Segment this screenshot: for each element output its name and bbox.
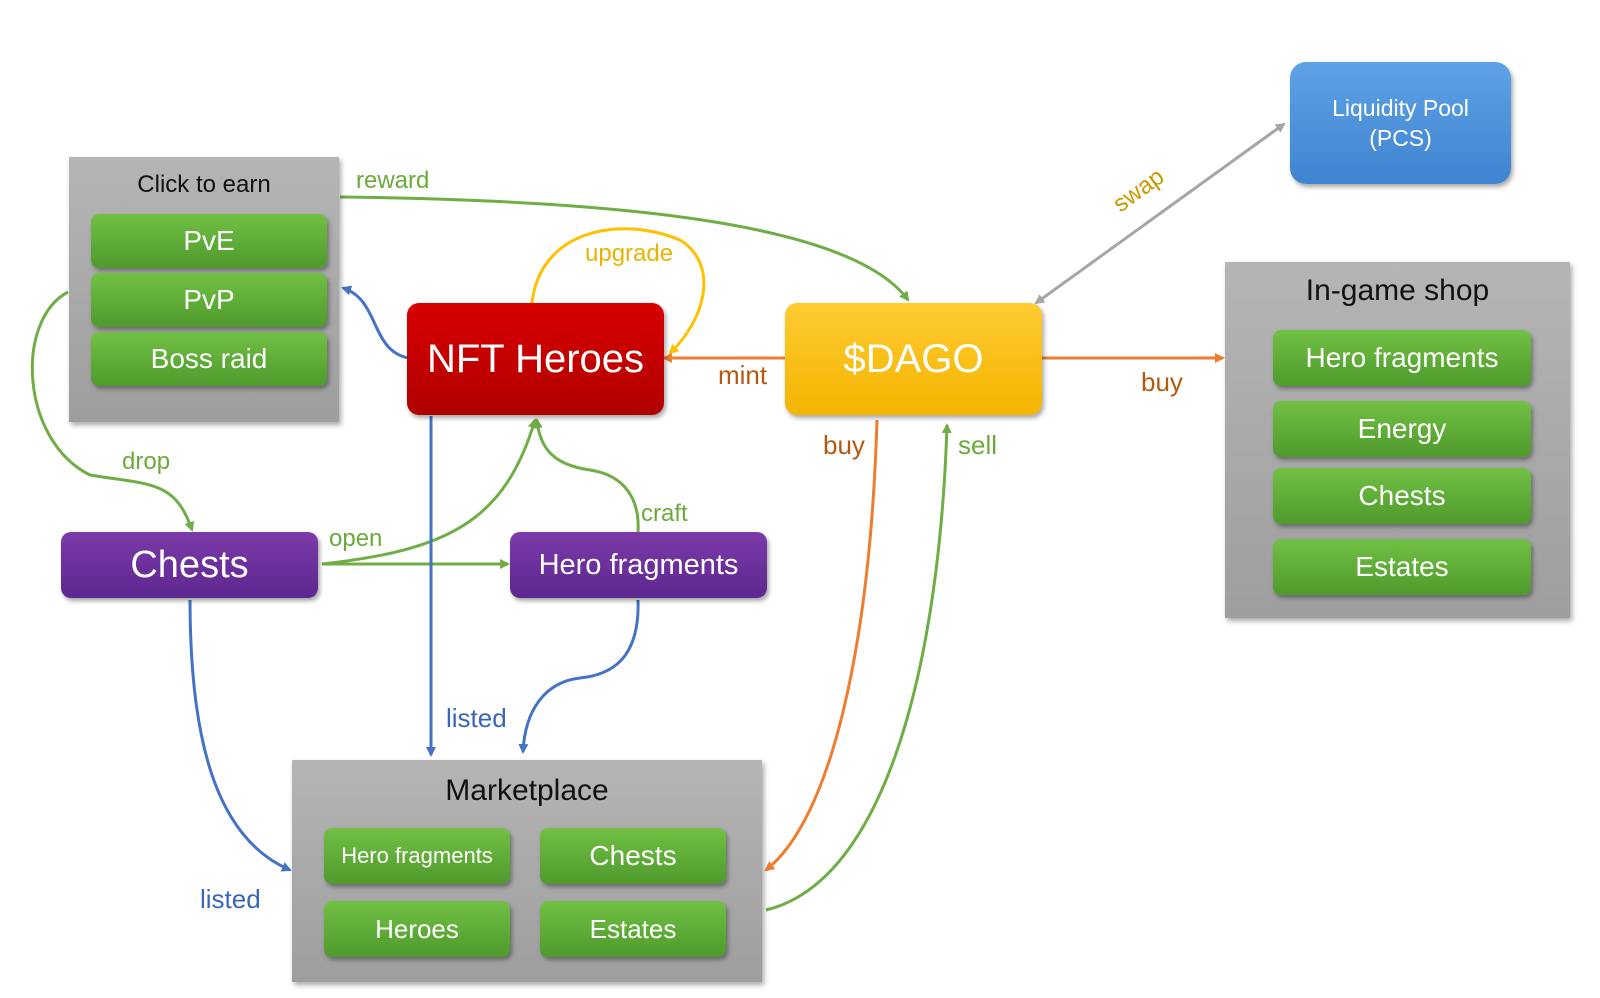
- edge-reward: [339, 195, 910, 302]
- nft-heroes-label: NFT Heroes: [426, 336, 645, 381]
- shop-hero-fragments-button[interactable]: Hero fragments: [1273, 330, 1531, 386]
- edge-label-buy-shop: buy: [1141, 367, 1183, 397]
- edge-label-mint: mint: [718, 360, 768, 390]
- edge-label-upgrade: upgrade: [585, 240, 674, 267]
- edge-label-listed-chests: listed: [200, 884, 261, 914]
- edge-label-sell: sell: [958, 430, 998, 460]
- shop-chests-button[interactable]: Chests: [1273, 468, 1531, 524]
- edge-label-buy-market: buy: [823, 430, 865, 460]
- marketplace-group: Marketplace Hero fragments Chests Heroes…: [292, 760, 762, 982]
- market-chests-button[interactable]: Chests: [540, 828, 726, 884]
- marketplace-title: Marketplace: [445, 774, 609, 807]
- in-game-shop-group: In-game shop Hero fragments Energy Chest…: [1225, 262, 1570, 618]
- click-to-earn-group: Click to earn PvE PvP Boss raid: [69, 157, 339, 422]
- edge-drop: [30, 290, 195, 532]
- nft-heroes-node[interactable]: NFT Heroes: [407, 303, 664, 415]
- edge-sell: [765, 423, 952, 912]
- edge-buy-market: [764, 419, 879, 872]
- edge-heroes-to-earn: [341, 285, 409, 360]
- chests-node[interactable]: Chests: [61, 532, 318, 598]
- in-game-shop-title: In-game shop: [1305, 274, 1490, 307]
- edge-label-open: open: [329, 525, 383, 552]
- liquidity-pool-node[interactable]: Liquidity Pool (PCS): [1290, 62, 1511, 184]
- edge-upgrade: [530, 227, 706, 355]
- edge-listed-chests: [188, 599, 292, 872]
- shop-energy-button[interactable]: Energy: [1273, 401, 1531, 457]
- hero-fragments-node[interactable]: Hero fragments: [510, 532, 767, 598]
- dago-label: $DAGO: [843, 336, 984, 381]
- liquidity-pool-line1: Liquidity Pool: [1332, 95, 1469, 121]
- pve-button[interactable]: PvE: [91, 214, 327, 268]
- market-estates-button[interactable]: Estates: [540, 901, 726, 957]
- edge-label-craft: craft: [641, 500, 688, 527]
- dago-token-node[interactable]: $DAGO: [785, 303, 1042, 415]
- liquidity-pool-line2: (PCS): [1369, 125, 1432, 151]
- edge-label-reward: reward: [356, 167, 430, 194]
- edge-fragments-market: [518, 599, 640, 754]
- boss-raid-button[interactable]: Boss raid: [91, 332, 327, 386]
- market-hero-fragments-button[interactable]: Hero fragments: [324, 828, 510, 884]
- market-heroes-button[interactable]: Heroes: [324, 901, 510, 957]
- pvp-button[interactable]: PvP: [91, 273, 327, 327]
- edge-open-heroes: [321, 418, 538, 566]
- edge-craft: [532, 418, 640, 533]
- shop-estates-button[interactable]: Estates: [1273, 539, 1531, 595]
- edge-label-listed-heroes: listed: [446, 703, 507, 733]
- click-to-earn-title: Click to earn: [137, 171, 271, 198]
- edge-swap: [1034, 122, 1286, 305]
- edge-label-drop: drop: [122, 448, 171, 475]
